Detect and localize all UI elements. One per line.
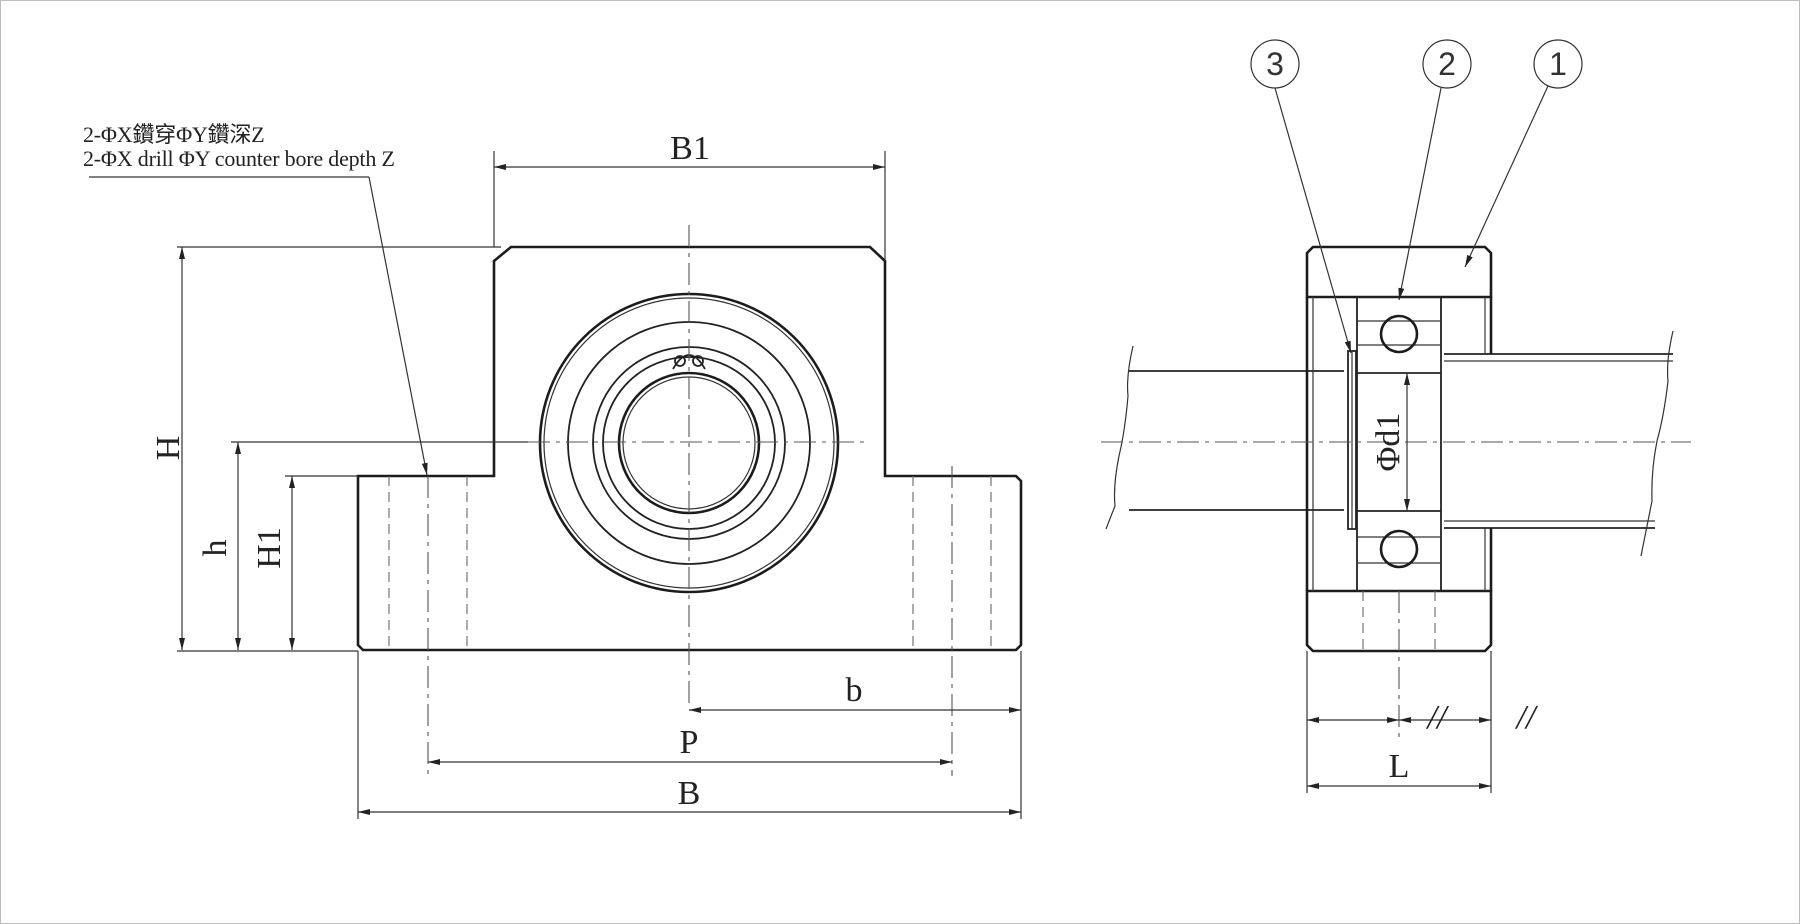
- B1-label: B1: [670, 130, 710, 167]
- h-label: h: [197, 540, 234, 557]
- bearing-ball-bottom: [1379, 529, 1419, 569]
- part-leader-3: [1274, 87, 1352, 354]
- part-number-1: 1: [1549, 46, 1567, 82]
- part-callout-2: [1422, 39, 1472, 89]
- housing-top-block: [1305, 245, 1493, 299]
- note-leader: [368, 176, 428, 476]
- break-mark-2: //: [1515, 699, 1539, 736]
- snap-ring-hole-right: [692, 355, 704, 367]
- H-label: H: [150, 436, 187, 461]
- part-number-2: 2: [1438, 46, 1456, 82]
- front-view: B1 H h H1 b P B: [89, 130, 1023, 819]
- shaft-bore: [617, 371, 761, 515]
- hole-note-english: 2-ΦX drill ΦY counter bore depth Z: [83, 146, 395, 171]
- shaft-left-break-bottom: [1105, 455, 1120, 530]
- housing-outline: [356, 245, 1023, 652]
- break-mark-1: //: [1426, 699, 1450, 736]
- hole-note-chinese: 2-ΦX鑽穿ΦY鑽深Z: [83, 122, 265, 147]
- side-view: Φd1 L // // 3 2 1: [1101, 39, 1691, 793]
- H1-label: H1: [251, 527, 288, 569]
- B-label: B: [678, 775, 701, 812]
- bearing-ball-top: [1379, 314, 1419, 354]
- snap-ring-hole-left: [674, 355, 686, 367]
- P-label: P: [680, 724, 699, 761]
- part-leader-1: [1464, 85, 1549, 268]
- shaft-right-break-top: [1656, 330, 1674, 442]
- d1-label: Φd1: [1370, 413, 1407, 472]
- shaft-right-break-bottom: [1640, 440, 1658, 557]
- part-leader-2: [1398, 87, 1442, 301]
- shaft-left-break-top: [1118, 345, 1134, 457]
- part-callout-1: [1533, 39, 1583, 89]
- part-number-3: 3: [1266, 46, 1284, 82]
- L-label: L: [1389, 748, 1410, 785]
- b-label: b: [846, 672, 863, 709]
